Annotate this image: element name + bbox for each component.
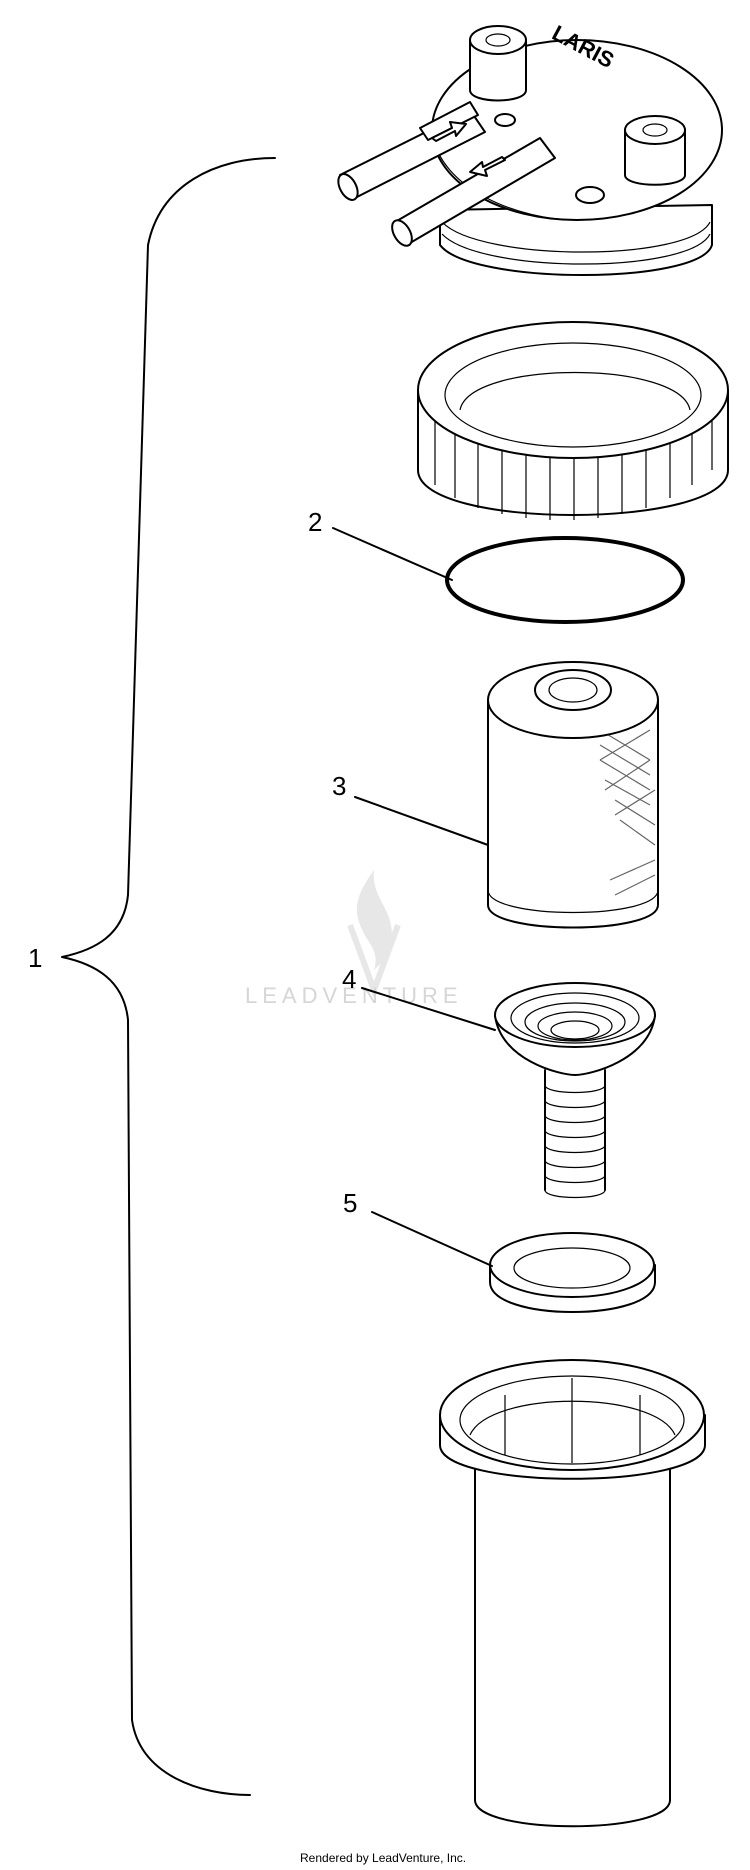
knurled-lock-ring (417, 321, 729, 520)
callout-5: 5 (343, 1188, 357, 1218)
leader-line-3 (354, 796, 489, 846)
spring-cup-assembly (494, 982, 656, 1199)
o-ring (445, 536, 685, 624)
outlet-fitting (391, 137, 556, 247)
leadventure-watermark: LEADVENTURE (245, 870, 463, 1008)
flow-arrow-in-icon (431, 121, 467, 142)
flame-logo-icon (347, 870, 401, 999)
footer-credit: Rendered by LeadVenture, Inc. (300, 1851, 466, 1865)
leader-line-4 (361, 987, 496, 1031)
callout-3: 3 (332, 771, 346, 801)
filter-element (487, 661, 659, 929)
filter-bowl (439, 1359, 706, 1828)
callout-1: 1 (28, 943, 42, 973)
leader-line-5 (371, 1211, 493, 1267)
assembly-bracket (61, 157, 276, 1796)
callout-2: 2 (308, 507, 322, 537)
flow-arrow-out-icon (469, 156, 506, 177)
leader-line-2 (332, 527, 453, 581)
callout-4: 4 (342, 964, 356, 994)
inlet-fitting (337, 101, 486, 201)
watermark-text: LEADVENTURE (245, 983, 463, 1008)
flat-gasket (489, 1232, 656, 1313)
filter-head-cap: LARIS (337, 20, 723, 276)
